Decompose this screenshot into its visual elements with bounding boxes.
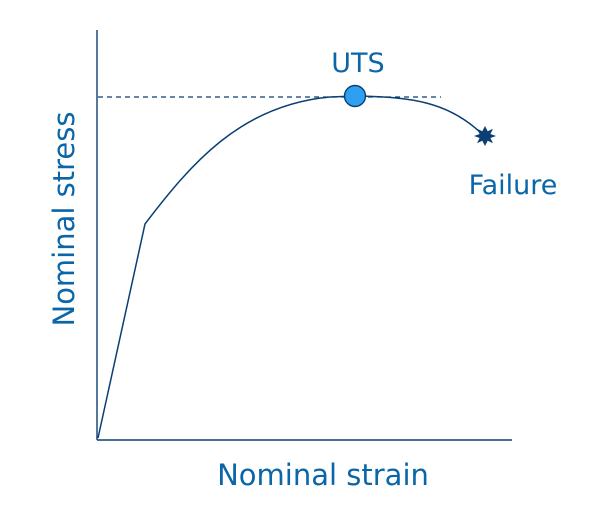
- uts-label: UTS: [331, 48, 384, 79]
- y-axis-title: Nominal stress: [47, 112, 81, 327]
- uts-marker: [343, 84, 367, 108]
- stress-strain-curve: [97, 95, 486, 439]
- failure-label: Failure: [469, 170, 558, 201]
- failure-burst-icon: [474, 126, 496, 146]
- x-axis-title: Nominal strain: [217, 458, 429, 492]
